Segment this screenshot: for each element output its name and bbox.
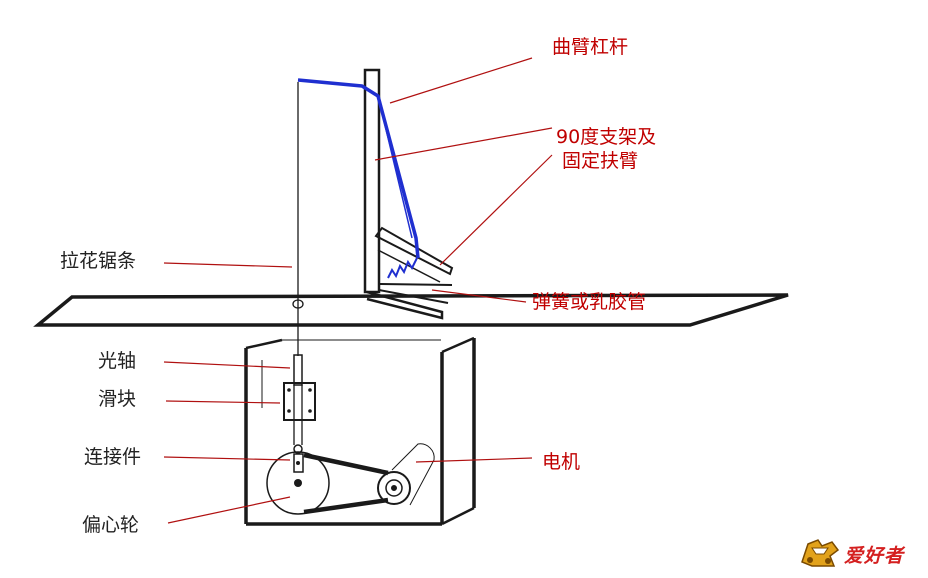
leader-spring: [431, 289, 527, 303]
crank-lever-inner: [377, 95, 413, 239]
jigsaw-mascot-icon: [801, 539, 840, 567]
leader-bracket: [374, 127, 553, 161]
leader-wheel: [167, 496, 291, 524]
label-slider: 滑块: [98, 388, 137, 410]
spring-coil: [387, 257, 418, 279]
leader-saw: [163, 262, 293, 268]
drive-belt: [303, 452, 389, 515]
slider-block: [283, 382, 316, 421]
label-eccentric-wheel: 偏心轮: [82, 514, 140, 536]
label-motor: 电机: [542, 451, 581, 473]
motor: [377, 443, 435, 506]
label-shaft: 光轴: [98, 350, 137, 372]
leader-lever: [389, 57, 533, 104]
label-saw-blade: 拉花锯条: [60, 250, 137, 272]
label-bracket-line1: 90度支架及: [556, 126, 657, 148]
site-logo: 爱好者: [798, 536, 922, 570]
blade-hole: [292, 299, 304, 309]
eccentric-wheel: [266, 451, 330, 515]
leader-connector: [163, 456, 291, 461]
label-crank-lever: 曲臂杠杆: [552, 36, 629, 58]
bracket-90-degree: [363, 68, 453, 320]
table-top: [33, 293, 789, 327]
logo-text: 爱好者: [844, 545, 905, 567]
crank-lever: [297, 78, 420, 259]
cabinet-box: [244, 336, 476, 526]
leader-slider: [165, 400, 281, 404]
leader-lines: [163, 57, 553, 524]
label-bracket-line2: 固定扶臂: [562, 150, 639, 172]
label-spring: 弹簧或乳胶管: [532, 291, 647, 313]
fixed-support-arm: [374, 226, 454, 283]
shaft: [293, 354, 303, 386]
leader-arm: [439, 154, 553, 266]
connector-part: [293, 444, 304, 473]
leader-shaft: [163, 361, 291, 369]
leader-motor: [415, 457, 533, 463]
label-connector: 连接件: [84, 446, 142, 468]
